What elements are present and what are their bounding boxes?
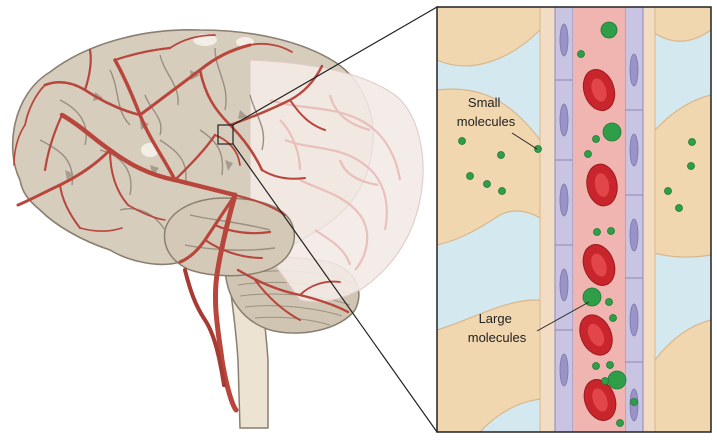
molecule-dot-icon — [687, 162, 695, 170]
cerebral-arteries — [13, 34, 350, 413]
molecule-dot-icon — [675, 204, 683, 212]
molecules — [458, 21, 696, 427]
molecule-dot-icon — [497, 151, 505, 159]
molecule-dot-icon — [616, 419, 624, 427]
temporal-lobe — [163, 197, 295, 277]
molecule-dot-icon — [601, 377, 609, 385]
brain-illustration — [11, 29, 424, 429]
large-molecules-pointer — [536, 301, 590, 332]
molecule-dot-icon — [607, 227, 615, 235]
molecule-dot-icon — [582, 287, 602, 307]
small-molecules-label: Small molecules — [457, 95, 516, 129]
zoom-connector-top — [232, 6, 438, 126]
blood-vessel-cross-section — [437, 7, 711, 432]
red-blood-cells — [579, 68, 618, 421]
red-blood-cell-icon — [586, 163, 618, 207]
large-molecules-label: Large molecules — [468, 311, 527, 345]
molecule-dot-icon — [602, 122, 622, 142]
zoom-connector-bottom — [232, 143, 438, 433]
molecule-dot-icon — [498, 187, 506, 195]
molecule-dot-icon — [577, 50, 585, 58]
molecule-dot-icon — [688, 138, 696, 146]
red-blood-cell-icon — [582, 244, 616, 286]
red-blood-cell-icon — [582, 68, 616, 112]
molecule-dot-icon — [600, 21, 618, 39]
molecule-dot-icon — [584, 150, 592, 158]
molecule-dot-icon — [605, 298, 613, 306]
zoom-panel-frame — [436, 6, 712, 433]
molecule-dot-icon — [592, 362, 600, 370]
molecule-dot-icon — [607, 370, 627, 390]
molecule-dot-icon — [593, 228, 601, 236]
molecule-dot-icon — [534, 145, 542, 153]
zoom-region-marker — [217, 124, 234, 145]
molecule-dot-icon — [466, 172, 474, 180]
molecule-dot-icon — [606, 361, 614, 369]
astrocyte-processes — [437, 7, 711, 432]
molecule-dot-icon — [483, 180, 491, 188]
molecule-dot-icon — [592, 135, 600, 143]
red-blood-cell-icon — [583, 379, 617, 421]
small-molecules-pointer — [511, 132, 538, 150]
molecule-dot-icon — [664, 187, 672, 195]
molecule-dot-icon — [630, 398, 638, 406]
molecule-dot-icon — [458, 137, 466, 145]
molecule-dot-icon — [609, 314, 617, 322]
red-blood-cell-icon — [579, 314, 613, 356]
